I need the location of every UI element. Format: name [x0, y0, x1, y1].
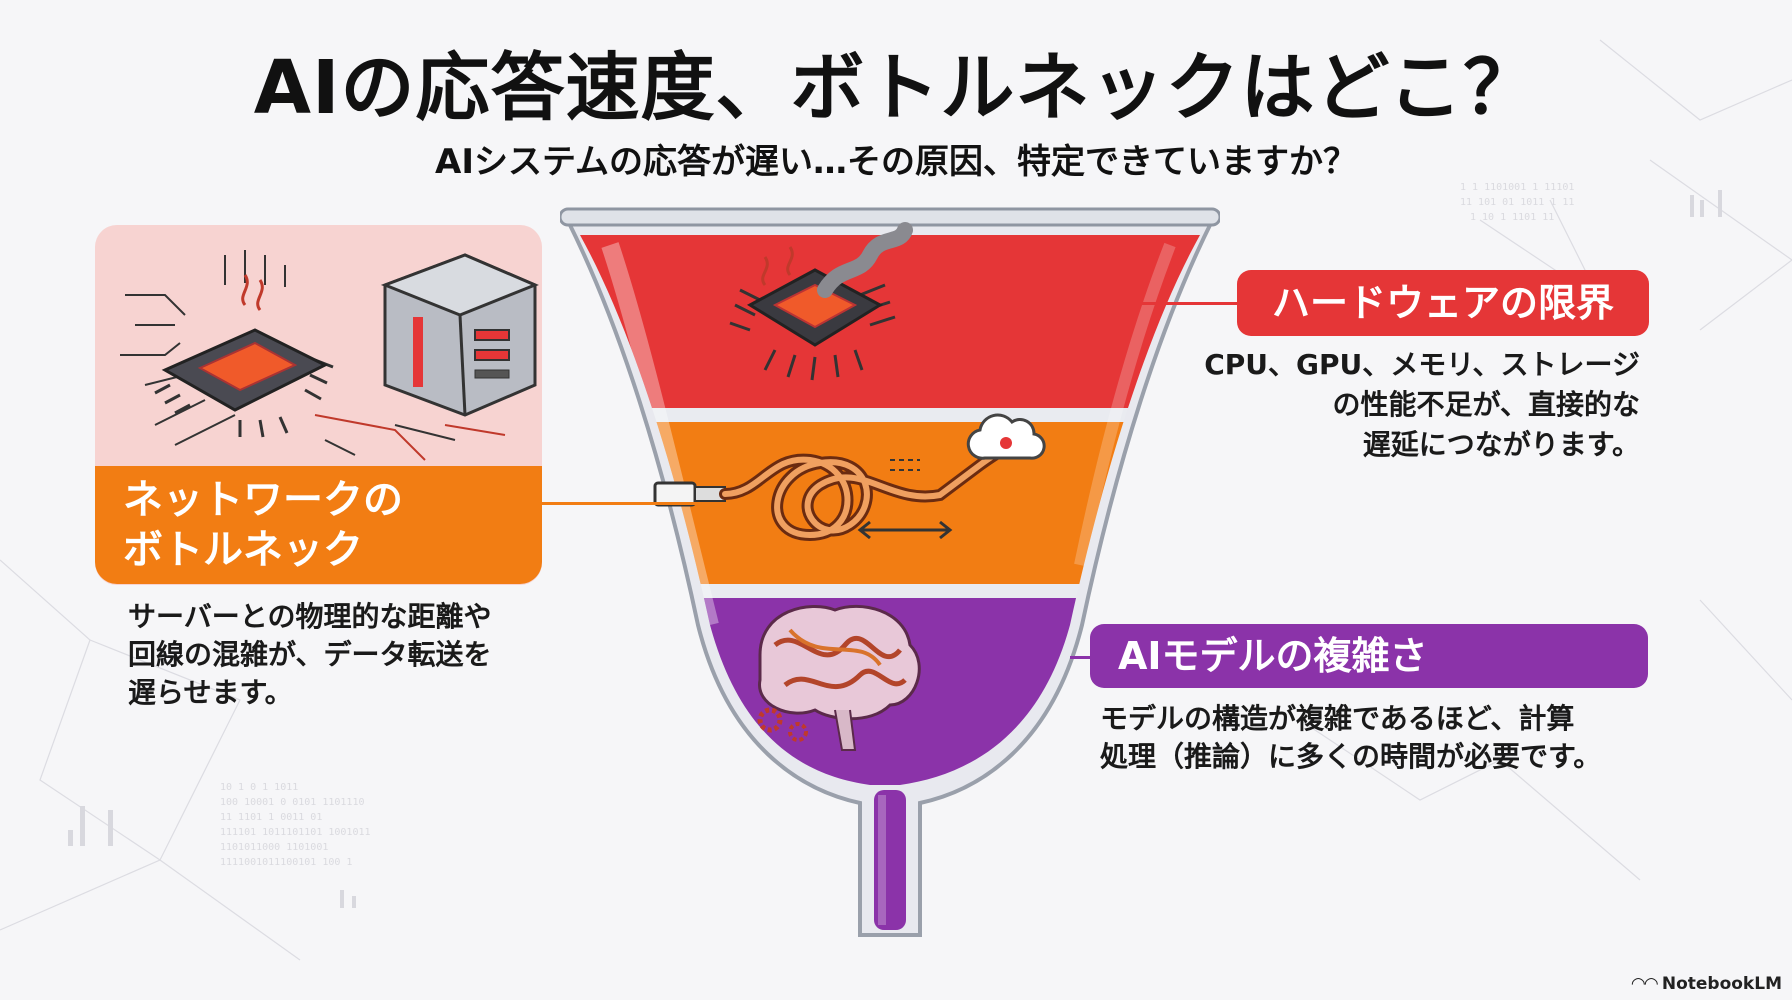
model-complexity-description: モデルの構造が複雑であるほど、計算 処理（推論）に多くの時間が必要です。 — [1100, 702, 1602, 773]
svg-text:100 10001 0 0101 1101110: 100 10001 0 0101 1101110 — [220, 797, 365, 808]
tangled-brain-icon — [757, 604, 921, 751]
svg-text:10 1 0 1 1011: 10 1 0 1 1011 — [220, 782, 298, 793]
funnel-layer-hardware — [580, 235, 1200, 408]
model-connector — [1070, 656, 1092, 659]
svg-text:111101 1011101101 1001011: 111101 1011101101 1001011 — [220, 827, 371, 838]
hardware-limit-description: CPU、GPU、メモリ、ストレージ の性能不足が、直接的な 遅延につながります。 — [1204, 348, 1640, 461]
overheating-chip-icon — [729, 222, 913, 381]
bottleneck-funnel — [560, 207, 1220, 937]
svg-text:11 1101 1 0011 01: 11 1101 1 0011 01 — [220, 812, 322, 823]
page-title: AIの応答速度、ボトルネックはどこ？ — [253, 45, 1539, 131]
model-complexity-label: AIモデルの複雑さ — [1090, 624, 1648, 688]
svg-text:11 101 01 1011 1 11: 11 101 01 1011 1 11 — [1460, 197, 1574, 208]
hardware-connector — [1110, 302, 1238, 305]
tangled-cable-icon — [653, 413, 1046, 542]
network-connector — [542, 502, 710, 505]
network-bottleneck-label: ネットワークの ボトルネック — [95, 466, 542, 584]
brand-watermark: ◠◠NotebookLM — [1631, 974, 1782, 994]
svg-text:1 10 1 1101 11: 1 10 1 1101 11 — [1470, 212, 1554, 223]
svg-text:1 1 1101001 1 11101: 1 1 1101001 1 11101 — [1460, 182, 1574, 193]
chip-and-server-icon — [120, 250, 539, 461]
network-bottleneck-description: サーバーとの物理的な距離や 回線の混雑が、データ転送を 遅らせます。 — [128, 600, 492, 709]
page-subtitle: AIシステムの応答が遅い…その原因、特定できていますか？ — [435, 142, 1357, 182]
svg-text:1111001011100101 100 1: 1111001011100101 100 1 — [220, 857, 352, 868]
notebooklm-logo-icon: ◠◠ — [1631, 974, 1658, 994]
svg-text:1101011000 1101001: 1101011000 1101001 — [220, 842, 328, 853]
hardware-limit-label: ハードウェアの限界 — [1237, 270, 1649, 336]
funnel-rim — [560, 207, 1220, 227]
